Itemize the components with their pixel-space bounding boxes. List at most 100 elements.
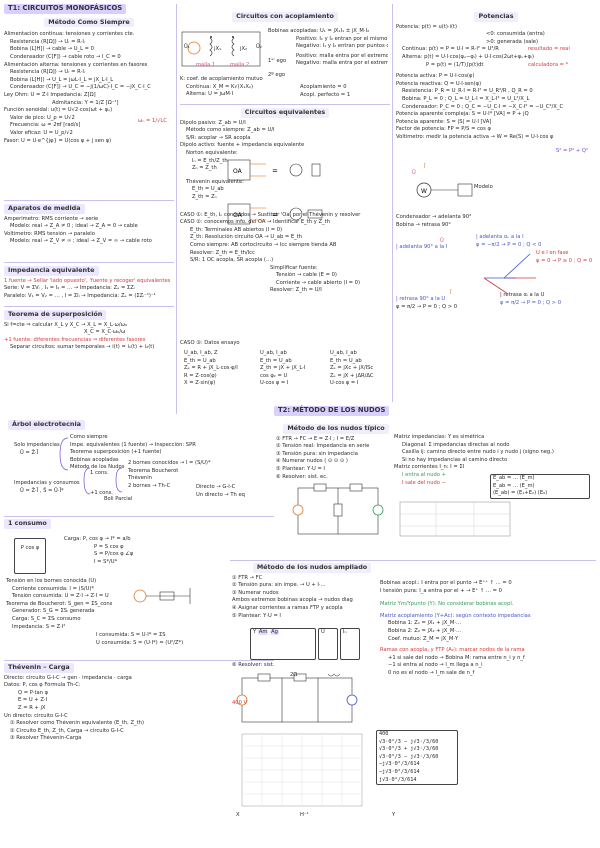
equiv-line: CASO ①: Ē_th, Īₙ conocidos → Sustituir '… [180,211,361,218]
ampliado-right: Bobinas acopl.: Ī entra por el punto → Ē… [380,580,596,678]
phasor-diagram-2 [483,277,516,295]
model-label: Modelo [474,184,493,190]
phasor-section: Condensador → adelanta 90° Bobina → retr… [396,214,596,229]
arbol-sub-item: Directo → G-I-C [196,484,236,490]
arbol-sub-boli: Boli Parcial [104,496,133,502]
section-monofasicos: T1: CIRCUITOS MONOFÁSICOS Método Como Si… [4,4,174,145]
potencias-line: Potencia: p(t) = u(t)·i(t) [396,23,458,30]
result-matrix-row: −j√3·0°/3/614 [379,761,420,768]
caso3-col-1: Ū_ab, Ī_ab, Z̄ Ē_th = Ū_ab Z̄ₑ = R + jX_… [184,350,258,388]
ampliado-bottom-label: X [236,812,240,818]
phasor-section-inphase: Ū e Ī en fase φ = 0 → P ≥ 0 ; Q = 0 [536,250,596,265]
acopl-right: Bobinas acopladas: Ū₁ = jX₁Ī₁ ± jX_M·Ī₂ … [268,28,388,68]
phasor-section-left: | adelanta 90° a la Ī [396,244,496,252]
nudos-right-line: Casilla ij: camino directo entre nudo i … [402,449,554,456]
arbol-left-formula: Ū = Z̄·Ī , S̄ = Ū·Ī* [20,487,64,494]
equiv-line: S/R: acoplar → SR acopla [186,134,251,141]
ampliado-bottom-label: H⁻¹ [300,812,309,818]
caso3-cell: Ū·cos φ = Ī [260,380,289,387]
ampliado-bottom-label: Y [392,812,396,818]
arbol-sub-item: Thévenin [128,475,152,482]
potencias-line: P = p(t) = (1/T)∫p(t)dt [426,61,484,68]
boucherot-line: Generador: S̄_G = ΣS̄ᵢ generada [12,608,95,615]
acopl-line: Alterna: Ū = jωM·Ī [186,91,234,98]
boucherot-line: Ū consumida: S̄ = (Ū·Ī*) = (Ū²/Z̄*) [96,639,184,646]
caso3-cell: Ē_th = Ū_ab [184,357,216,364]
caso3-cell: X = Z̄·sin(φ) [184,380,216,387]
equiv-line: Thévenin equivalente: [186,178,244,185]
norton-diagram: OA = [227,159,321,181]
potencias-line: Factor de potencia: FP = P/S = cos φ [396,126,491,133]
svg-text:OA: OA [233,168,243,175]
caso3-cell: cos φ₂ = Ū [260,372,288,379]
metodo-line: Admitancia: Ȳ = 1/Z̄ [Ω⁻¹] [52,99,119,106]
phasor-section-retrasa: | retrasa 90° a la Ū φ = π/2 → P = 0 ; Q… [396,296,506,311]
superposicion-line: Separar circuitos: sumar temporales → i(… [10,344,155,351]
resonance-note: ωₙ = 1/√LC [138,118,167,124]
boucherot-line: Ī consumida: S̄ = Ū·Ī* = ΣS̄ [96,632,166,638]
svg-text:=: = [272,167,278,175]
wattmeter-diagram: W [416,182,473,198]
ampliado-matrix-y: Y [253,629,257,635]
arbol-branch2: +1 cons. [90,490,113,496]
section-boucherot: Tensión en los bornes conocida (Ū) Corri… [6,578,276,631]
equiv-line: Simplificar fuente: [270,264,318,271]
result-matrix-row: √3·0°/3 + j√3·/3/60 [379,746,439,753]
heading-acoplamiento: Circuitos con acoplamiento [232,12,338,22]
arbol-sub2: Directo → G-I-C Un directo → Th eq [196,484,276,499]
acopl-k: Acoplamiento = 0 Acopl. perfecto = 1 [300,84,390,99]
impedancia-line: Serie: V = ΣVᵢ , I₁ = I₂ = … → Impedanci… [4,285,135,292]
section-equivalentes: Circuitos equivalentes Dipolo pasivo: Z̄… [180,108,390,295]
coil-label: Ū₂ [256,44,262,50]
superposicion-line: X_C = X_C·ω₀/ω [84,329,126,336]
caso3-cell: Z̄ₑ = jXc + jX/ISc [330,365,374,372]
ampliado-right-line: Bobinas acopl.: Ī entra por el punto → Ē… [380,580,512,586]
consumo-lines: Carga: P, cos φ → Ī* = a/b P = S cos φ S… [64,536,274,566]
nudos-line: ③ Tensión pura: sin impedancia [276,450,358,457]
nudos-right-line: Si no hay impedancias al camino directo [402,456,508,463]
thevenin-line: Datos: P, cos φ Fórmula Th-C: [4,682,81,689]
caso3-cell: Ū_ab, Ī_ab [330,350,357,356]
superposicion-line: Si f=cte ⇒ calcular X_L y X_C → X_L = X_… [4,321,127,328]
caso3-cell: R = Z̄·cos(φ) [184,372,217,379]
boucherot-line: Tensión consumida: Ū = Z̄·Ī → Z̄·Ī = Ū [12,593,109,600]
caso3-cell: Ē_th = Ū_ab [330,357,362,364]
thevenin-line: ① Resolver como Thévenin equivalente (Ē_… [10,720,144,727]
section-nudos: Método de los nudos típico ① FTR → FC → … [276,424,396,481]
equiv-line: Z̄_th = Z̄ₙ [192,193,217,200]
phasor-tag: Ī [424,164,426,170]
equiv-line: Ē_th = Ū_ab [192,186,224,193]
potencias-line: Potencia activa: P = U·I·cos(φ) [396,73,475,80]
heading-potencias: Potencias [474,12,518,22]
equiv-line: S/R: 1 OC acopla, SR acopla (…) [190,257,274,264]
section-aparatos: Aparatos de medida Amperímetro: RMS corr… [4,204,174,246]
phasor-line: Condensador → adelanta 90° [396,214,472,220]
potencias-line: Alterna: p(t) = U·I·cos(φᵤ−φᵢ) + U·I·cos… [402,53,535,60]
acopl-line: Positivo: Ī₁ y Ī₂ entran por el mismo pu… [296,35,388,42]
svg-text:=: = [272,211,278,219]
caso3-cell: Z̄ₑ = R + jX_L·cos·φ/Ī [184,365,238,372]
metodo-line: Fasor: Ū = Ū·e^{jφ} = Ū(cos φ + j sen φ) [4,137,112,144]
impedancia-line: 1 fuente → Sellar 'lado opuesto', 'fuent… [4,277,171,284]
boucherot-line: Teorema de Boucherot: S̄_gen = ΣS̄_cons [6,600,113,607]
heading-nudos-tipico: Método de los nudos típico [283,424,389,434]
aparatos-line: Amperímetro: RMS corriente → serie [4,215,99,222]
equiv-line: Norton equivalente: [186,149,238,156]
title-nudos: T2: MÉTODO DE LOS NUDOS [274,406,390,416]
section-potencias: Potencias Potencia: p(t) = u(t)·i(t) <0:… [396,12,596,142]
arbol-brace-2 [83,467,123,495]
section-ampliado: Método de los nudos ampliado ① FTR → FC … [232,563,392,620]
arbol-sub-item: 2 bornes conocidos → Ī = (S̄/Ū)* [128,460,211,466]
caso3-col-3: Ū_ab, Ī_ab Ē_th = Ū_ab Z̄ₑ = jXc + jX/IS… [330,350,392,388]
potencias-line: Condensador: P_C = 0 ; Q_C = −U_C·I = −X… [402,103,564,110]
metodo-line: Alimentación continua: tensiones y corri… [4,31,135,38]
acopl-line: Acopl. perfecto = 1 [300,91,351,98]
arbol-root-formula: Ū = Z̄·Ī [20,449,39,456]
potencias-line: Continua: p(t) = P = U·I = R·I² = U²/R [402,46,499,53]
thevenin-line: Un directo: circuito G-I-C [4,712,68,719]
arbol-sub: 2 bornes conocidos → Ī = (S̄/Ū)* Teorema… [128,460,278,490]
aparatos-line: Voltímetro: RMS tensión → paralelo [4,230,95,237]
arbol-item: Como siempre [70,434,108,440]
ampliado-right-line: Bobina 1: Z̄₁ = jX₁ + jX_M·… [388,620,462,627]
ampliado-matrix: Y Am Ag [250,628,316,660]
